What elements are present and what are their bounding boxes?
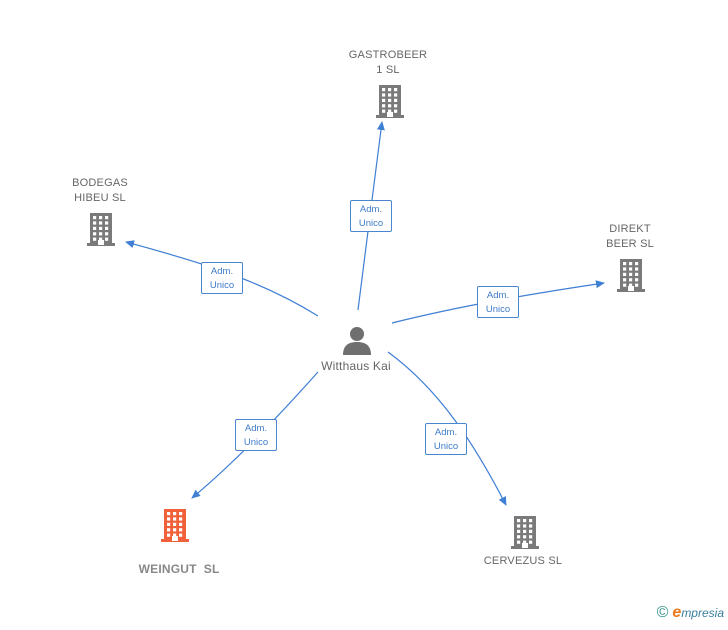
company-name-line2: BEER SL: [606, 238, 654, 250]
building-icon[interactable]: [374, 83, 406, 119]
brand-initial: e: [672, 604, 682, 621]
center-person-name[interactable]: Witthaus Kai: [321, 359, 391, 373]
copyright-icon: ©: [656, 604, 669, 621]
building-icon[interactable]: [85, 211, 117, 247]
role-line2: Unico: [485, 304, 511, 315]
edge-label-cervezus[interactable]: Adm. Unico: [425, 423, 467, 455]
company-name-line1: GASTROBEER: [348, 49, 428, 61]
building-icon[interactable]: [509, 514, 541, 550]
footer-brand: © empresia: [657, 604, 724, 622]
role-line1: Adm.: [486, 290, 510, 301]
role-line2: Unico: [358, 218, 384, 229]
person-icon[interactable]: [342, 325, 372, 355]
company-name-line1: BODEGAS: [72, 177, 128, 189]
role-line1: Adm.: [434, 427, 458, 438]
edge-label-weingut[interactable]: Adm. Unico: [235, 419, 277, 451]
company-name-line1: DIREKT: [609, 223, 651, 235]
company-name-line2: 1 SL: [376, 64, 400, 76]
company-label-direkt[interactable]: DIREKT BEER SL: [572, 222, 688, 252]
company-label-bodegas[interactable]: BODEGAS HIBEU SL: [42, 176, 158, 206]
building-icon[interactable]: [615, 257, 647, 293]
company-label-weingut[interactable]: WEINGUT SL: [114, 547, 230, 592]
brand-logo: empresia: [672, 604, 724, 622]
company-name-line1: CERVEZUS SL: [483, 555, 563, 567]
role-line2: Unico: [209, 280, 235, 291]
role-line1: Adm.: [244, 423, 268, 434]
company-label-gastrobeer[interactable]: GASTROBEER 1 SL: [330, 48, 446, 78]
company-name-line1: WEINGUT SL: [138, 562, 220, 576]
edge-label-direkt[interactable]: Adm. Unico: [477, 286, 519, 318]
role-line2: Unico: [243, 437, 269, 448]
company-name-line2: HIBEU SL: [74, 192, 126, 204]
role-line1: Adm.: [359, 204, 383, 215]
edge-label-bodegas[interactable]: Adm. Unico: [201, 262, 243, 294]
company-label-cervezus[interactable]: CERVEZUS SL: [465, 554, 581, 569]
brand-rest: mpresia: [681, 606, 724, 620]
building-icon-highlight[interactable]: [159, 507, 191, 543]
role-line2: Unico: [433, 441, 459, 452]
role-line1: Adm.: [210, 266, 234, 277]
edge-label-gastrobeer[interactable]: Adm. Unico: [350, 200, 392, 232]
edge-cervezus: [387, 351, 507, 506]
